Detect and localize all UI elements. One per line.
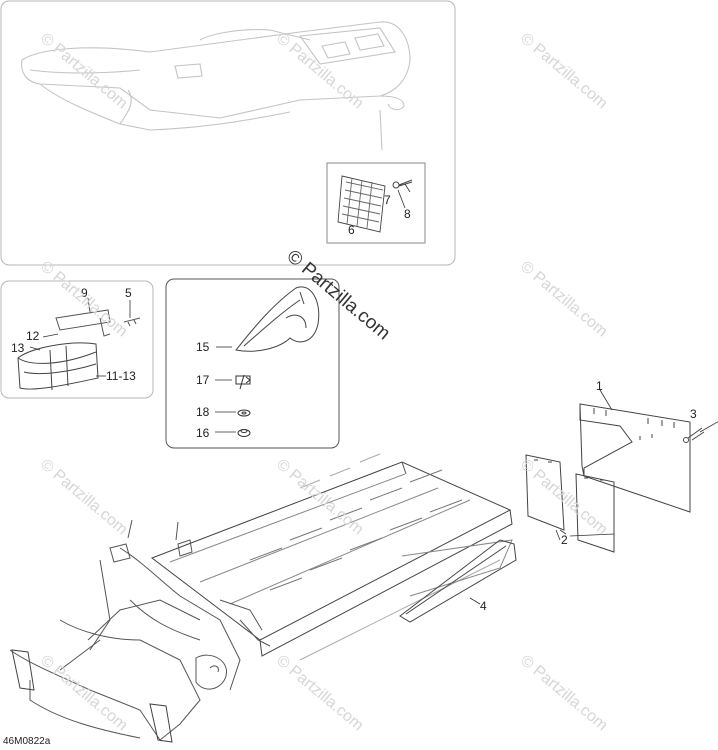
- callout-2: 2: [561, 533, 568, 547]
- rear-trim-drawing: [399, 539, 517, 623]
- rivet-icon: [392, 179, 413, 189]
- callout-15: 15: [196, 340, 210, 354]
- callout-17: 17: [196, 373, 210, 387]
- callout-16: 16: [196, 426, 210, 440]
- callout-5: 5: [125, 286, 132, 300]
- nut-16-icon: [237, 429, 251, 437]
- callout-18: 18: [196, 405, 210, 419]
- callout-3: 3: [690, 407, 697, 421]
- callout-12: 12: [26, 329, 40, 343]
- callout-9: 9: [81, 286, 88, 300]
- inset-panel-center: [165, 278, 340, 449]
- callout-4: 4: [480, 599, 487, 613]
- washer-18-icon: [237, 409, 251, 417]
- storage-box-drawing: [17, 342, 99, 391]
- bracket-drawing: [55, 309, 111, 337]
- callout-11-13: 11-13: [106, 369, 136, 383]
- reflector-grille: [337, 175, 386, 233]
- leader-lines: [469, 389, 718, 605]
- bumper-trim-drawing: [235, 286, 320, 352]
- drawing-code: 46M0822a: [3, 736, 51, 747]
- snow-flap-large-drawing: [579, 403, 691, 513]
- hood-drawing: [21, 21, 411, 151]
- frame-tunnel-drawing: [9, 453, 513, 743]
- callout-6: 6: [348, 223, 355, 237]
- snow-flap-small-left-drawing: [525, 454, 565, 531]
- inset-panel-top: [0, 0, 456, 266]
- callout-1: 1: [596, 379, 603, 393]
- inset-panel-left: [0, 280, 154, 399]
- screw-17-icon: [235, 374, 251, 390]
- callout-13: 13: [11, 341, 25, 355]
- screw-5-icon: [123, 317, 141, 327]
- screw-3-icon: [683, 427, 705, 443]
- reflector-subbox: [326, 162, 426, 244]
- snow-flap-small-right-drawing: [575, 473, 615, 553]
- callout-7: 7: [384, 193, 391, 207]
- callout-8: 8: [404, 207, 411, 221]
